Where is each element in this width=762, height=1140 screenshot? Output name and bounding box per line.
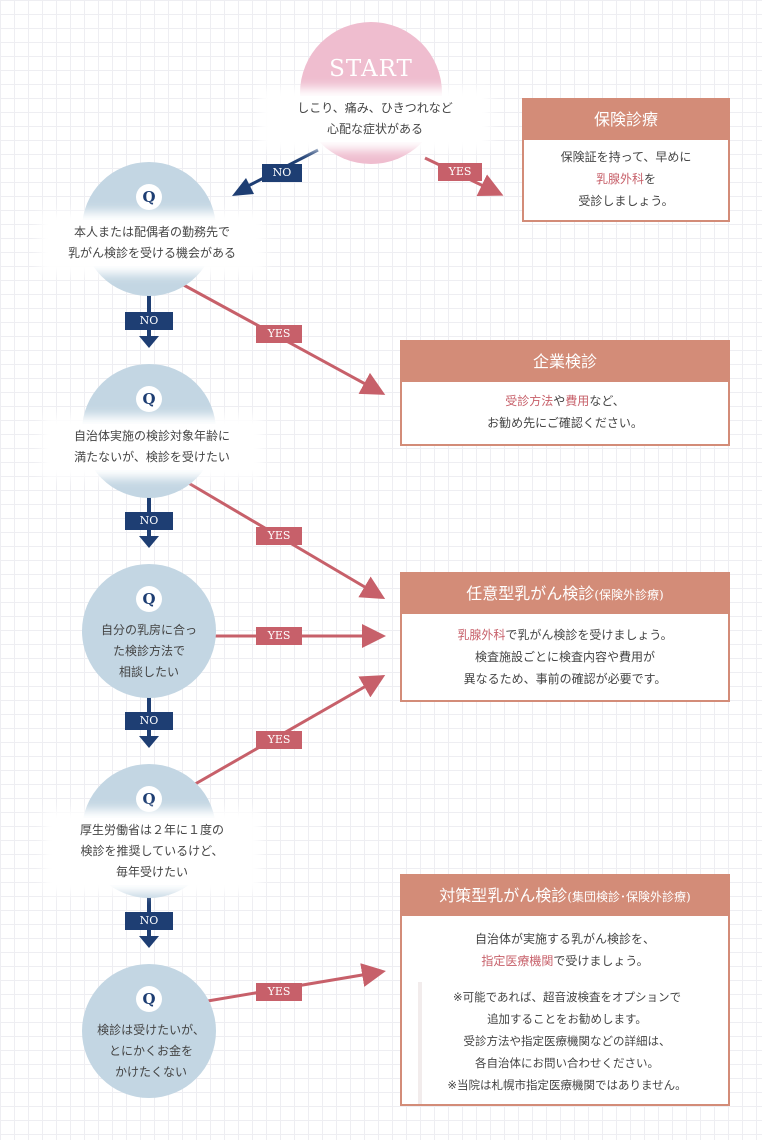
- result-insurance: 保険診療 保険証を持って、早めに 乳腺外科を 受診しましょう。: [522, 98, 730, 222]
- result-company-tail: など、: [589, 394, 625, 408]
- result-municipal: 対策型乳がん検診(集団検診･保険外診療) 自治体が実施する乳がん検診を、 指定医…: [400, 874, 730, 1106]
- breast-surgery-highlight: 乳腺外科: [595, 172, 644, 186]
- result-insurance-line3: 受診しましょう。: [578, 194, 674, 208]
- result-optional-title: 任意型乳がん検診: [466, 584, 595, 603]
- no-label: NO: [262, 164, 302, 182]
- question-5-text: 検診は受けたいが、 とにかくお金を かけたくない: [97, 1023, 205, 1079]
- start-circle: [300, 22, 442, 164]
- cost-highlight: 費用: [565, 394, 590, 408]
- designated-institution-highlight: 指定医療機関: [481, 954, 554, 968]
- question-1-text: 本人または配偶者の勤務先で 乳がん検診を受ける機会がある: [48, 220, 256, 266]
- result-optional-line1: で乳がん検診を受けましょう。: [505, 628, 673, 642]
- no-label: NO: [125, 712, 173, 730]
- result-insurance-title: 保険診療: [524, 100, 728, 140]
- breast-surgery-highlight: 乳腺外科: [457, 628, 506, 642]
- q-mark-icon: Q: [136, 986, 162, 1012]
- no-label: NO: [125, 312, 173, 330]
- result-optional-line3: 異なるため、事前の確認が必要です。: [463, 672, 667, 686]
- result-municipal-line1: 自治体が実施する乳がん検診を、: [474, 932, 655, 946]
- q-mark-icon: Q: [136, 586, 162, 612]
- result-company-mid: や: [553, 394, 566, 408]
- question-3-text: 自分の乳房に合っ た検診方法で 相談したい: [100, 623, 197, 679]
- result-insurance-line1: 保険証を持って、早めに: [560, 150, 692, 164]
- result-municipal-title: 対策型乳がん検診: [439, 886, 568, 905]
- result-insurance-line2: を: [644, 172, 657, 186]
- result-company: 企業検診 受診方法や費用など、 お勧め先にご確認ください。: [400, 340, 730, 446]
- method-highlight: 受診方法: [505, 394, 554, 408]
- yes-label: YES: [256, 983, 302, 1001]
- question-2-text: 自治体実施の検診対象年齢に 満たないが、検診を受けたい: [50, 424, 254, 470]
- yes-label: YES: [256, 731, 302, 749]
- start-title: START: [329, 56, 413, 82]
- result-optional-line2: 検査施設ごとに検査内容や費用が: [474, 650, 655, 664]
- result-municipal-subtitle: (集団検診･保険外診療): [567, 890, 691, 904]
- yes-label: YES: [256, 627, 302, 645]
- question-4-text: 厚生労働省は２年に１度の 検診を推奨しているけど、 毎年受けたい: [52, 818, 252, 885]
- no-label: NO: [125, 512, 173, 530]
- yes-label: YES: [438, 163, 482, 181]
- result-company-line2: お勧め先にご確認ください。: [487, 416, 643, 430]
- yes-label: YES: [256, 527, 302, 545]
- q-mark-icon: Q: [136, 386, 162, 412]
- result-municipal-line2: で受けましょう。: [553, 954, 649, 968]
- q-mark-icon: Q: [136, 184, 162, 210]
- result-optional-subtitle: (保険外診療): [594, 588, 664, 602]
- no-label: NO: [125, 912, 173, 930]
- result-municipal-note: ※可能であれば、超音波検査をオプションで 追加することをお勧めします。 受診方法…: [418, 982, 712, 1104]
- q-mark-icon: Q: [136, 786, 162, 812]
- start-question: しこり、痛み、ひきつれなど 心配な症状がある: [268, 96, 482, 142]
- yes-label: YES: [256, 325, 302, 343]
- result-company-title: 企業検診: [402, 342, 728, 382]
- result-optional: 任意型乳がん検診(保険外診療) 乳腺外科で乳がん検診を受けましょう。 検査施設ご…: [400, 572, 730, 702]
